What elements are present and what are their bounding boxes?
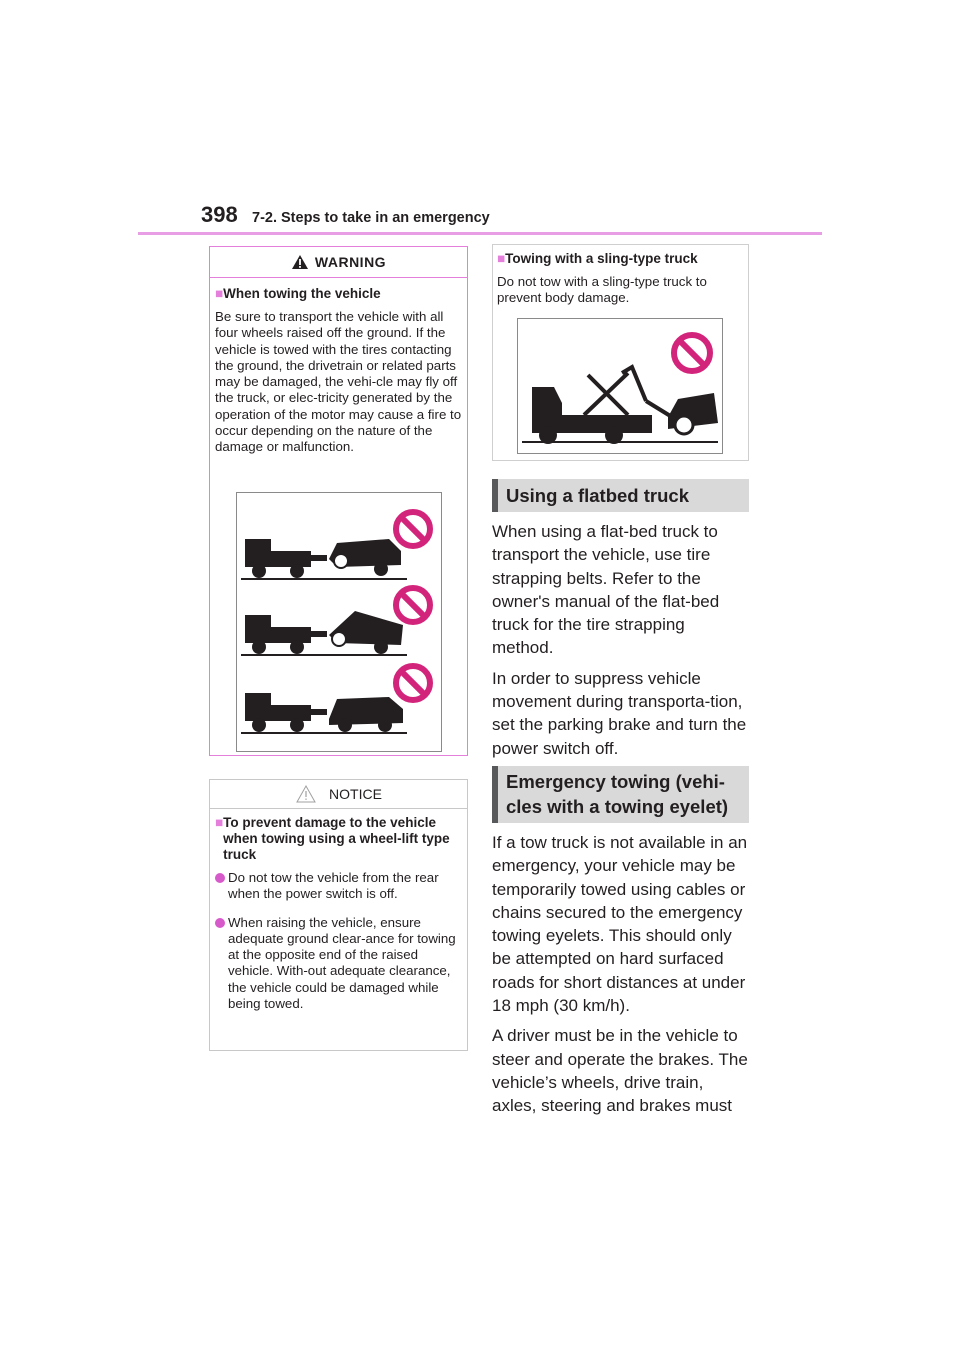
sling-box: ■Towing with a sling-type truck Do not t… — [492, 244, 749, 461]
notice-bullet-text: When raising the vehicle, ensure adequat… — [228, 914, 456, 1012]
notice-subhead-text: To prevent damage to the vehicle when to… — [223, 815, 450, 862]
square-bullet-icon: ■ — [215, 286, 224, 301]
notice-header: NOTICE — [210, 780, 467, 809]
caution-triangle-icon — [296, 784, 316, 803]
warning-triangle-icon — [291, 255, 308, 269]
emergency-paragraph: If a tow truck is not available in an em… — [492, 833, 748, 1016]
header-rule — [138, 232, 822, 235]
emergency-content: If a tow truck is not available in an em… — [492, 831, 749, 1125]
flatbed-heading-text: Using a flatbed truck — [506, 485, 689, 506]
sling-illustration — [517, 318, 723, 454]
notice-box: NOTICE ■To prevent damage to the vehicle… — [209, 779, 468, 1051]
square-bullet-icon: ■ — [215, 815, 224, 830]
sling-subhead: ■Towing with a sling-type truck — [497, 251, 744, 267]
towing-prohibited-illustration — [241, 509, 433, 734]
notice-bullet-text: Do not tow the vehicle from the rear whe… — [228, 870, 439, 902]
warning-header: WARNING — [210, 247, 467, 278]
warning-subhead-text: When towing the vehicle — [223, 286, 381, 301]
notice-subhead: ■To prevent damage to the vehicle when t… — [215, 815, 462, 863]
flatbed-paragraph: In order to suppress vehicle movement du… — [492, 668, 747, 758]
warning-box: WARNING ■When towing the vehicle Be sure… — [209, 246, 468, 756]
sling-text: Do not tow with a sling-type truck to pr… — [497, 274, 707, 306]
bullet-dot-icon — [215, 917, 225, 928]
warning-subhead: ■When towing the vehicle — [215, 286, 462, 302]
flatbed-paragraph: When using a flat-bed truck to transport… — [492, 522, 720, 658]
emergency-heading-line: Emergency towing (vehi- — [506, 771, 725, 792]
towing-illustration — [236, 492, 442, 752]
flatbed-content: When using a flat-bed truck to transport… — [492, 520, 749, 767]
notice-bullet: When raising the vehicle, ensure adequat… — [215, 915, 462, 1013]
warning-text: Be sure to transport the vehicle with al… — [215, 309, 462, 455]
emergency-heading-line: cles with a towing eyelet) — [506, 796, 729, 817]
sling-subhead-text: Towing with a sling-type truck — [505, 251, 698, 266]
notice-body: ■To prevent damage to the vehicle when t… — [210, 815, 467, 1012]
emergency-heading: Emergency towing (vehi- cles with a towi… — [492, 766, 749, 823]
flatbed-heading: Using a flatbed truck — [492, 479, 749, 512]
notice-bullet: Do not tow the vehicle from the rear whe… — [215, 870, 462, 903]
bullet-dot-icon — [215, 873, 225, 883]
emergency-paragraph: A driver must be in the vehicle to steer… — [492, 1026, 748, 1116]
page-number: 398 — [201, 202, 238, 227]
sling-truck-prohibited-illustration — [522, 332, 718, 444]
warning-body: ■When towing the vehicle Be sure to tran… — [210, 286, 467, 456]
section-title: 7-2. Steps to take in an emergency — [252, 210, 490, 226]
warning-label: WARNING — [314, 254, 387, 270]
square-bullet-icon: ■ — [497, 251, 506, 266]
notice-label: NOTICE — [329, 786, 382, 802]
